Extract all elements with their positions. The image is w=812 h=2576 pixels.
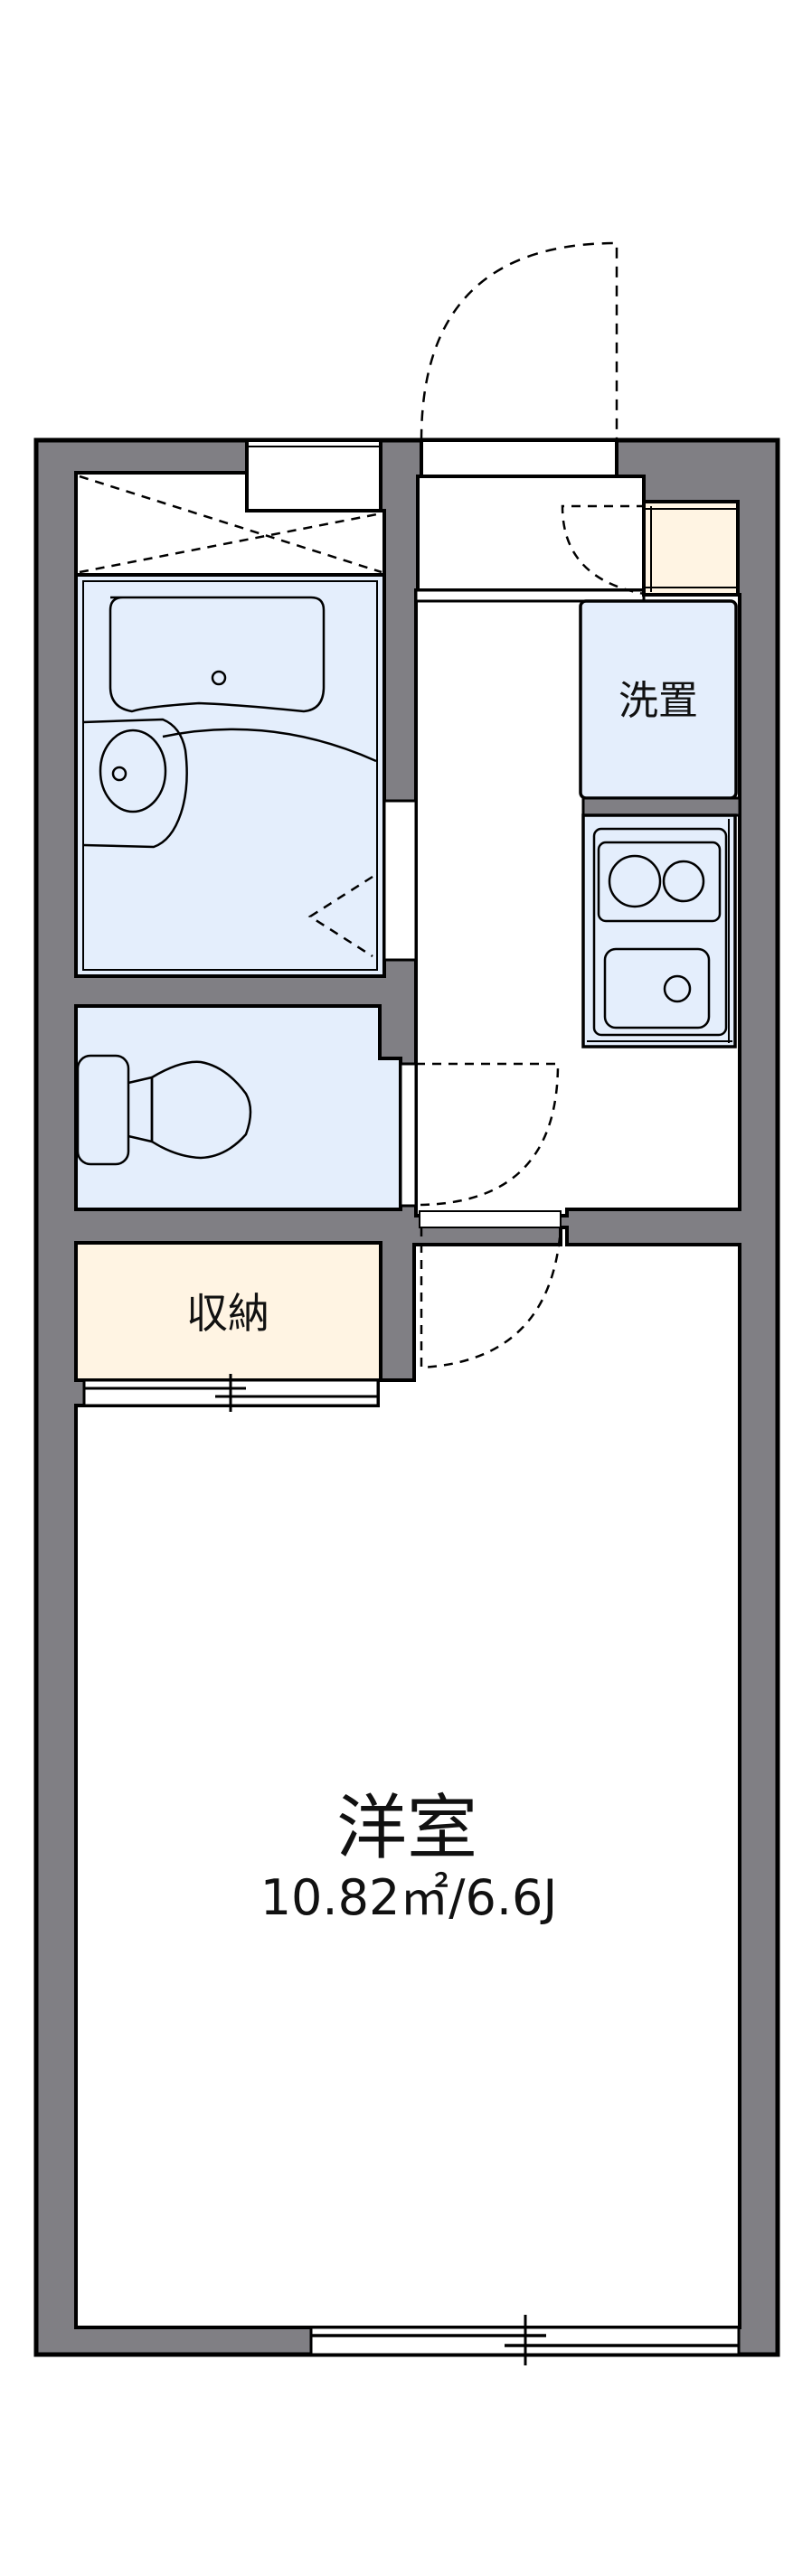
entrance-threshold	[420, 438, 618, 478]
shoe-cabinet-door-swing	[561, 504, 646, 596]
stove	[597, 841, 722, 923]
sink	[603, 947, 711, 1029]
bath-anteroom-cross	[79, 475, 382, 574]
interior-floor	[74, 438, 741, 2329]
main-room-area: 10.82㎡/6.6J	[260, 1869, 558, 1926]
toilet-door-opening	[399, 1062, 418, 1208]
tub-drain-icon	[211, 670, 227, 686]
washbasin-icon	[99, 729, 167, 813]
entrance-floor	[416, 475, 646, 592]
basin-drain-icon	[111, 766, 127, 782]
balcony-window	[309, 2315, 741, 2365]
washer-label: 洗置	[618, 678, 698, 724]
bath-folding-door	[307, 875, 373, 958]
room-door	[419, 1210, 562, 1369]
room-door-swing	[420, 1227, 562, 1369]
burner-icon	[608, 854, 662, 908]
washer-kitchen-wall	[581, 796, 741, 817]
bathtub	[109, 596, 326, 713]
bath-door-opening	[382, 799, 418, 962]
sink-drain-icon	[663, 974, 692, 1003]
entrance-door-swing	[420, 241, 618, 441]
toilet-bowl-icon	[150, 1060, 252, 1160]
bath-top-window	[245, 438, 382, 512]
toilet-room	[74, 1004, 402, 1211]
kitchen	[581, 813, 737, 1048]
shoe-cabinet	[561, 500, 740, 597]
bathroom	[74, 573, 386, 978]
burner-icon	[662, 860, 705, 903]
washer-space: 洗置	[579, 599, 738, 800]
entrance-step	[414, 588, 646, 603]
storage-closet: 収納	[74, 1241, 382, 1412]
toilet-door-swing	[415, 1062, 560, 1207]
toilet-tank	[76, 1054, 130, 1166]
storage-label: 収納	[186, 1289, 269, 1338]
main-room-label: 洋室	[336, 1788, 477, 1869]
